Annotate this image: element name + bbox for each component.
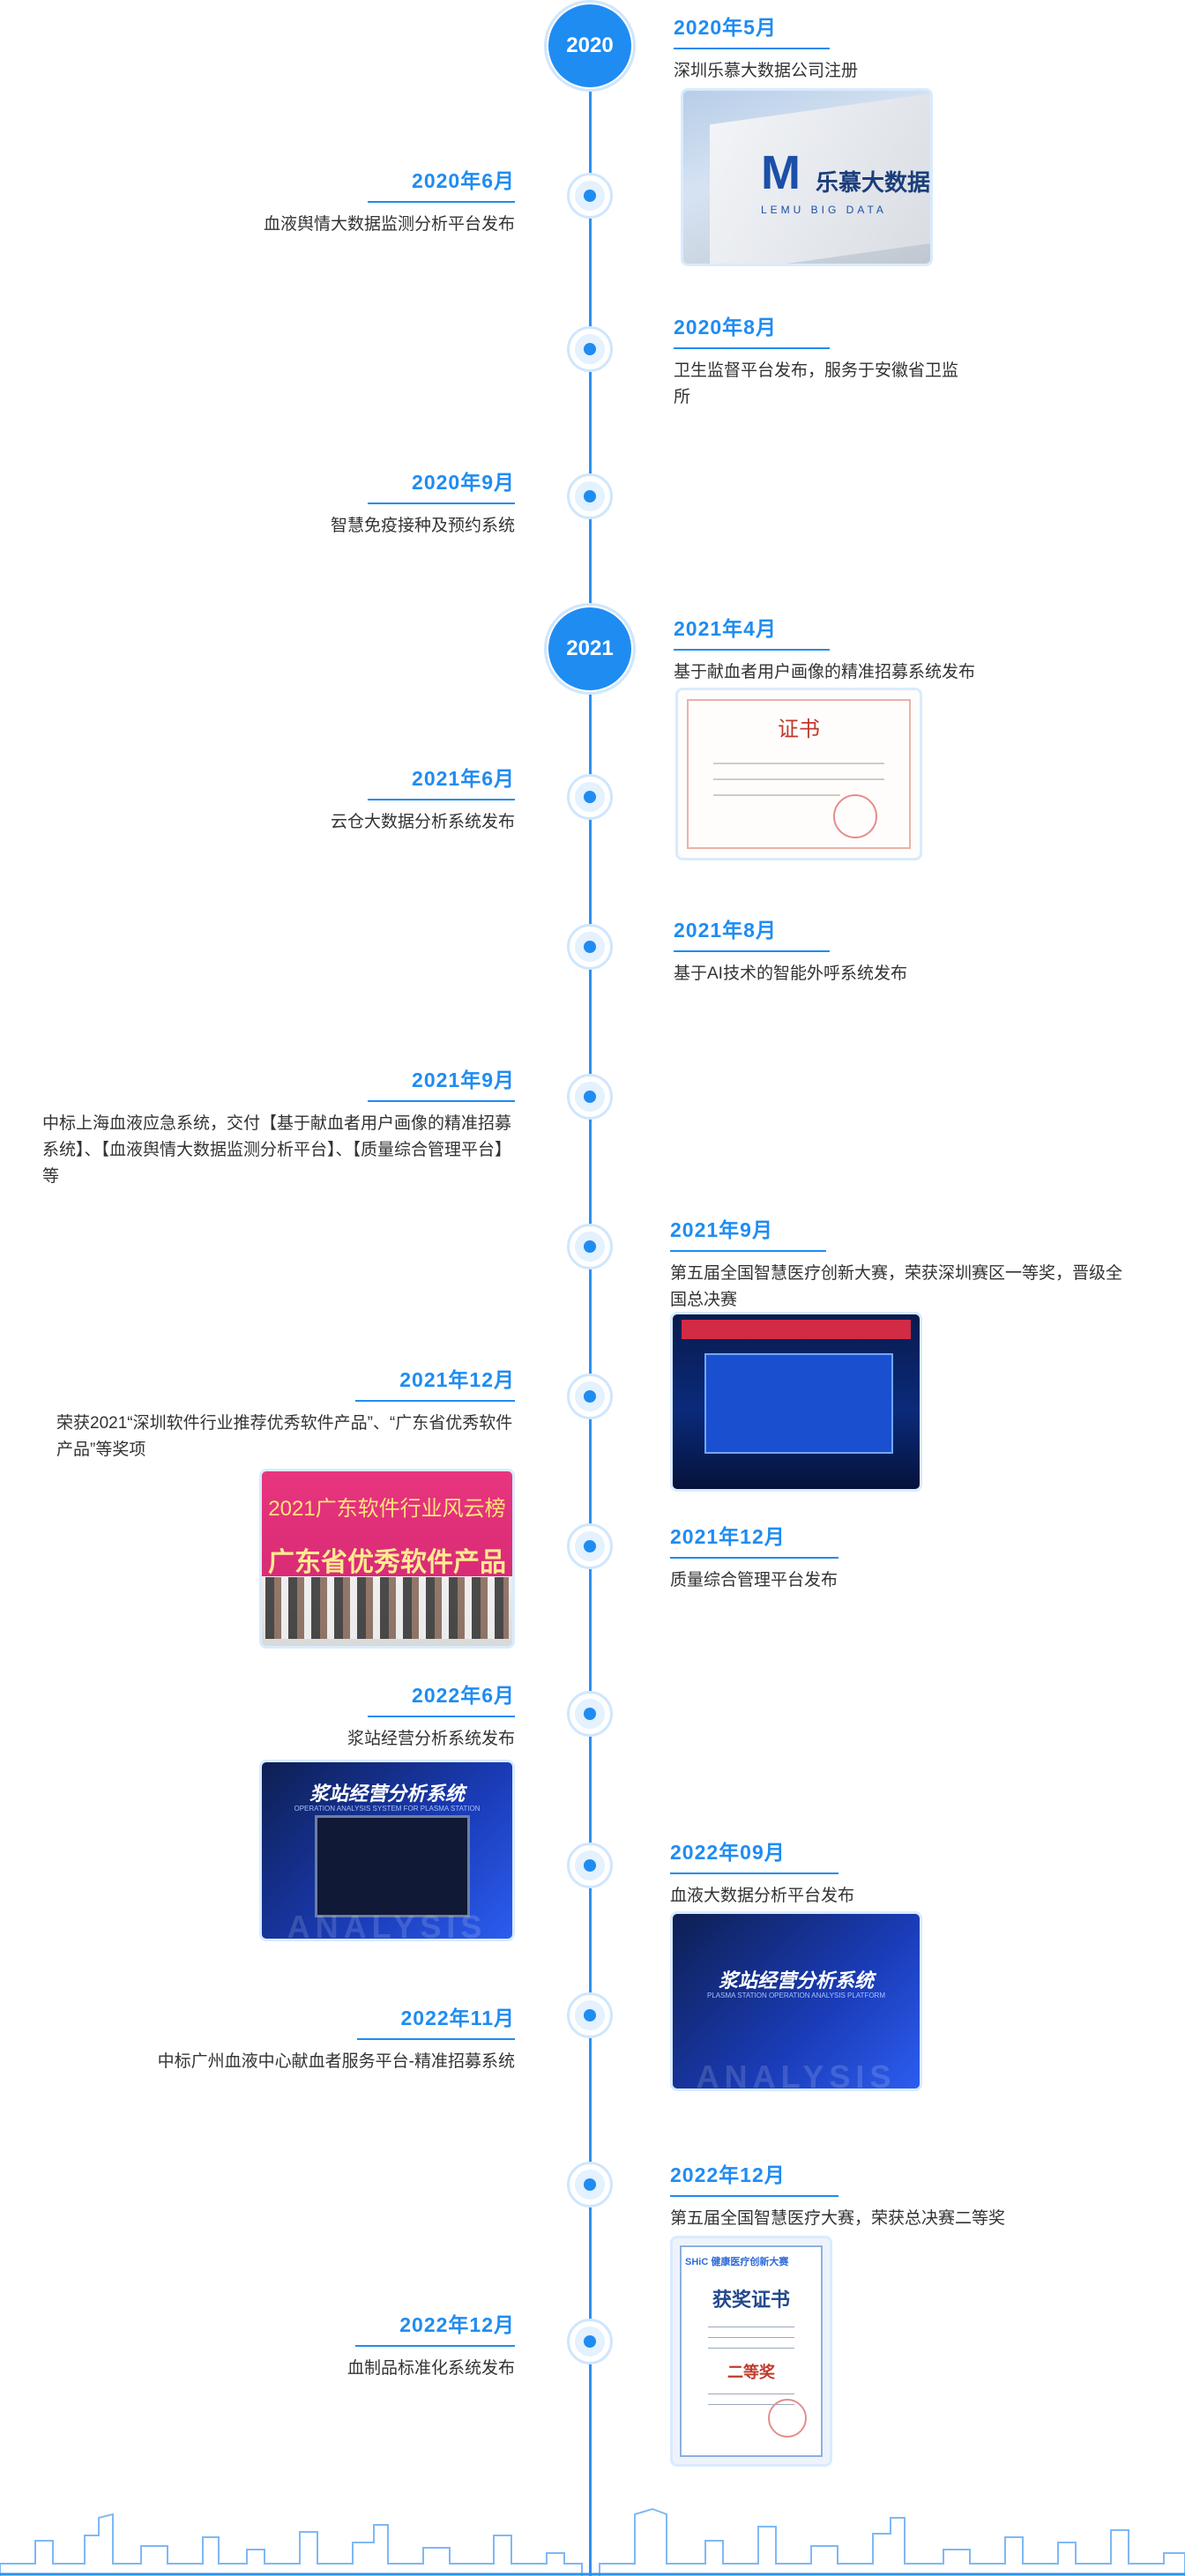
logo-text: 乐慕大数据 [816, 169, 931, 196]
year-label: 2021 [552, 611, 628, 687]
year-badge-2021: 2021 [544, 603, 636, 695]
award-banner-line1: 2021广东软件行业风云榜 [268, 1497, 506, 1521]
award-banner-line2: 广东省优秀软件产品 [268, 1548, 506, 1577]
logo-subtext: LEMU BIG DATA [761, 204, 887, 216]
analysis-system-image: 浆站经营分析系统 OPERATION ANALYSIS SYSTEM FOR P… [259, 1760, 515, 1941]
timeline-axis [589, 0, 592, 2576]
timeline-node [567, 473, 613, 519]
entry-date: 2021年12月 [355, 1363, 515, 1402]
timeline-entry: 2022年12月 第五届全国智慧医疗大赛，荣获总决赛二等奖 [670, 2158, 1058, 2232]
entry-date: 2020年6月 [368, 164, 515, 203]
entry-date: 2022年09月 [670, 1835, 838, 1874]
entry-description: 卫生监督平台发布，服务于安徽省卫监所 [674, 361, 959, 406]
timeline-entry: 2021年6月 云仓大数据分析系统发布 [176, 762, 515, 836]
timeline-entry: 2021年4月 基于献血者用户画像的精准招募系统发布 [674, 612, 1044, 686]
platform-watermark: ANALYSIS [696, 2059, 897, 2091]
entry-date: 2022年6月 [368, 1679, 515, 1717]
timeline-node [567, 1074, 613, 1120]
entry-description: 基于献血者用户画像的精准招募系统发布 [674, 663, 976, 681]
timeline-node [567, 1523, 613, 1569]
blood-data-platform-image: 浆站经营分析系统 PLASMA STATION OPERATION ANALYS… [670, 1911, 922, 2091]
platform-title: 浆站经营分析系统 [718, 1969, 874, 1992]
entry-description: 中标上海血液应急系统，交付【基于献血者用户画像的精准招募系统】、【血液舆情大数据… [42, 1114, 512, 1186]
certificate-rank: 二等奖 [727, 2364, 775, 2381]
timeline-entry: 2021年9月 第五届全国智慧医疗创新大赛，荣获深圳赛区一等奖，晋级全国总决赛 [670, 1213, 1137, 1314]
award-certificate-image: SHiC 健康医疗创新大赛 获奖证书 二等奖 [670, 2236, 832, 2467]
timeline-entry: 2020年6月 血液舆情大数据监测分析平台发布 [176, 164, 515, 238]
award-ceremony-photo: 2021广东软件行业风云榜 广东省优秀软件产品 [259, 1469, 515, 1649]
entry-date: 2020年9月 [368, 465, 515, 504]
entry-description: 深圳乐慕大数据公司注册 [674, 62, 859, 80]
timeline-node [567, 924, 613, 970]
timeline-entry: 2022年12月 血制品标准化系统发布 [176, 2308, 515, 2382]
timeline-node [567, 774, 613, 820]
platform-subtitle: PLASMA STATION OPERATION ANALYSIS PLATFO… [707, 1992, 885, 1999]
timeline-entry: 2022年6月 浆站经营分析系统发布 [176, 1679, 515, 1753]
entry-date: 2021年8月 [674, 913, 830, 952]
logo-mark: M [761, 146, 801, 199]
timeline-entry: 2022年11月 中标广州血液中心献血者服务平台-精准招募系统 [106, 2001, 515, 2075]
certificate-title: 获奖证书 [712, 2289, 790, 2312]
seal-icon [768, 2399, 807, 2438]
timeline-entry: 2020年5月 深圳乐慕大数据公司注册 [674, 11, 1009, 85]
entry-date: 2021年12月 [670, 1520, 838, 1559]
analysis-watermark: ANALYSIS [287, 1909, 488, 1941]
entry-description: 第五届全国智慧医疗创新大赛，荣获深圳赛区一等奖，晋级全国总决赛 [670, 1264, 1123, 1309]
entry-date: 2022年12月 [670, 2158, 838, 2197]
seal-icon [833, 794, 877, 838]
timeline-entry: 2021年9月 中标上海血液应急系统，交付【基于献血者用户画像的精准招募系统】、… [42, 1063, 515, 1190]
entry-description: 质量综合管理平台发布 [670, 1571, 838, 1590]
timeline-node [567, 326, 613, 372]
entry-description: 血液大数据分析平台发布 [670, 1887, 855, 1905]
certificate-header: SHiC 健康医疗创新大赛 [685, 2257, 789, 2267]
entry-date: 2021年9月 [368, 1063, 515, 1102]
entry-date: 2020年8月 [674, 310, 830, 349]
timeline-node [567, 1374, 613, 1419]
entry-description: 血制品标准化系统发布 [347, 2359, 515, 2378]
timeline-node [567, 1992, 613, 2038]
entry-date: 2021年6月 [368, 762, 515, 800]
timeline-node [567, 1691, 613, 1737]
entry-description: 浆站经营分析系统发布 [347, 1730, 515, 1748]
certificate-image: 证书 [675, 688, 922, 860]
timeline-entry: 2020年8月 卫生监督平台发布，服务于安徽省卫监所 [674, 310, 965, 411]
timeline-entry: 2020年9月 智慧免疫接种及预约系统 [176, 465, 515, 540]
timeline-node [567, 1843, 613, 1888]
year-badge-2020: 2020 [544, 0, 636, 92]
timeline-node [567, 2319, 613, 2364]
timeline-entry: 2021年12月 荣获2021“深圳软件行业推荐优秀软件产品”、“广东省优秀软件… [53, 1363, 515, 1463]
entry-date: 2021年9月 [670, 1213, 826, 1252]
timeline-entry: 2021年8月 基于AI技术的智能外呼系统发布 [674, 913, 1044, 987]
timeline-entry: 2021年12月 质量综合管理平台发布 [670, 1520, 1040, 1594]
timeline-node [567, 1224, 613, 1269]
entry-date: 2022年12月 [355, 2308, 515, 2347]
entry-description: 第五届全国智慧医疗大赛，荣获总决赛二等奖 [670, 2209, 1006, 2228]
timeline-node [567, 2162, 613, 2207]
year-label: 2020 [552, 8, 628, 84]
entry-description: 云仓大数据分析系统发布 [330, 813, 515, 831]
certificate-title: 证书 [778, 717, 820, 741]
analysis-subtitle: OPERATION ANALYSIS SYSTEM FOR PLASMA STA… [294, 1805, 481, 1813]
entry-date: 2020年5月 [674, 11, 830, 49]
entry-description: 基于AI技术的智能外呼系统发布 [674, 964, 907, 983]
entry-description: 血液舆情大数据监测分析平台发布 [263, 215, 515, 234]
competition-stage-photo [670, 1312, 922, 1492]
entry-date: 2022年11月 [356, 2001, 515, 2040]
entry-date: 2021年4月 [674, 612, 830, 651]
timeline-entry: 2022年09月 血液大数据分析平台发布 [670, 1835, 1040, 1910]
timeline-node [567, 173, 613, 219]
company-building-photo: M 乐慕大数据 LEMU BIG DATA [681, 88, 933, 266]
entry-description: 荣获2021“深圳软件行业推荐优秀软件产品”、“广东省优秀软件产品”等奖项 [56, 1414, 513, 1459]
entry-description: 智慧免疫接种及预约系统 [330, 517, 515, 535]
analysis-title: 浆站经营分析系统 [309, 1783, 465, 1805]
city-skyline-decoration [0, 2507, 1185, 2576]
entry-description: 中标广州血液中心献血者服务平台-精准招募系统 [157, 2052, 515, 2071]
